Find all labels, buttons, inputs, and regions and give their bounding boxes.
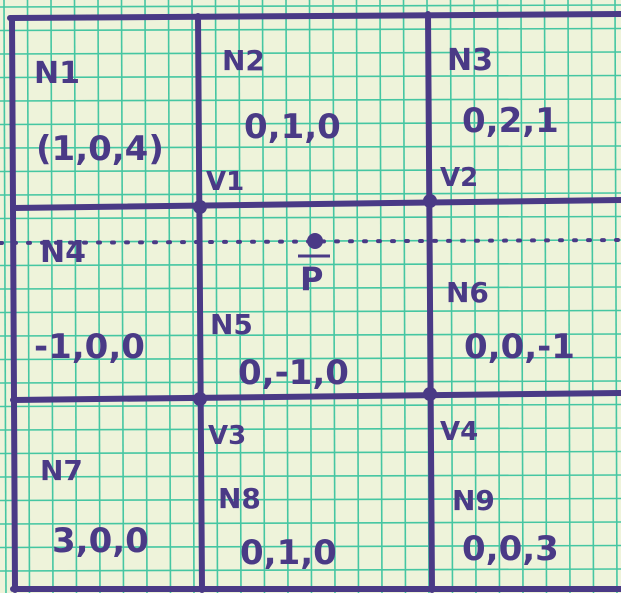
grid-line-vertical (144, 0, 148, 593)
cell-vector-n3: 0,2,1 (462, 101, 559, 141)
grid-line-horizontal (0, 309, 621, 314)
grid-line-vertical (191, 0, 195, 593)
grid-line-vertical (285, 0, 289, 593)
cell-vector-n5: 0,-1,0 (238, 353, 349, 393)
cell-vector-n8: 0,1,0 (240, 533, 337, 573)
grid-line-vertical (590, 0, 595, 593)
cell-vector-n4: -1,0,0 (34, 327, 145, 367)
grid-line-horizontal (0, 168, 621, 173)
grid-line-vertical (214, 0, 219, 593)
cell-label-n4: N4 (40, 235, 86, 270)
cell-label-n6: N6 (446, 276, 489, 309)
vertex-label-v2: V2 (440, 163, 478, 193)
vertex-label-v3: V3 (208, 421, 246, 451)
grid-line-vertical (332, 0, 336, 593)
grid-line-horizontal (0, 427, 621, 431)
grid-line-horizontal (0, 98, 621, 102)
point-label-p: P (300, 260, 323, 298)
cell-vector-n9: 0,0,3 (462, 529, 559, 569)
grid-line-horizontal (0, 4, 621, 8)
cell-label-n7: N7 (40, 454, 83, 487)
grid-line-vertical (614, 0, 618, 593)
grid-line-horizontal (0, 262, 621, 267)
vertex-dot-v2 (423, 194, 437, 208)
grid-line-horizontal (0, 286, 621, 290)
grid-line-vertical (26, 0, 31, 593)
vertex-dot-v3 (193, 392, 207, 406)
grid-line-vertical (73, 0, 78, 593)
cell-vector-n7: 3,0,0 (52, 521, 149, 561)
grid-line-vertical (543, 0, 548, 593)
grid-line-vertical (3, 0, 7, 593)
cell-vector-n1: (1,0,4) (36, 129, 164, 169)
grid-line-vertical (379, 0, 383, 593)
grid-line-vertical (567, 0, 571, 593)
grid-line-horizontal (0, 521, 621, 525)
grid-line-vertical (308, 0, 313, 593)
cell-label-n9: N9 (452, 484, 495, 517)
point-p-dot (307, 233, 323, 249)
cell-label-n5: N5 (210, 308, 253, 341)
grid-line-vertical (402, 0, 407, 593)
grid-line-vertical (120, 0, 125, 593)
grid-line-horizontal (0, 192, 621, 196)
cell-boundaries (7, 11, 621, 593)
grid-line-vertical (520, 0, 524, 593)
cell-vector-n6: 0,0,-1 (464, 327, 575, 367)
grid-line-horizontal (0, 356, 621, 361)
vertex-dot-v1 (193, 200, 207, 214)
grid-line-vertical (238, 0, 242, 593)
cell-label-n1: N1 (34, 56, 80, 91)
grid-line-horizontal (0, 27, 621, 32)
boundary-h1 (10, 197, 621, 211)
grid-line-vertical (355, 0, 360, 593)
grid-line-horizontal (0, 145, 621, 149)
boundary-h2 (10, 390, 621, 403)
vertex-label-v4: V4 (440, 417, 478, 447)
grid-line-horizontal (0, 450, 621, 455)
grid-line-vertical (496, 0, 501, 593)
boundary-v2 (425, 11, 435, 593)
grid-line-horizontal (0, 74, 621, 79)
cell-label-n8: N8 (218, 482, 261, 515)
grid-line-horizontal (0, 544, 621, 549)
cell-label-n2: N2 (222, 44, 265, 77)
boundary-top (7, 11, 621, 21)
cell-vector-n2: 0,1,0 (244, 107, 341, 147)
grid-line-horizontal (0, 380, 621, 384)
grid-line-horizontal (0, 215, 621, 220)
boundary-left (9, 15, 18, 593)
grid-line-horizontal (0, 51, 621, 55)
grid-line-vertical (97, 0, 101, 593)
grid-line-vertical (261, 0, 266, 593)
grid-line-horizontal (0, 568, 621, 572)
vertex-label-v1: V1 (206, 167, 244, 197)
grid-line-horizontal (0, 403, 621, 408)
grid-line-vertical (167, 0, 172, 593)
grid-line-horizontal (0, 333, 621, 337)
cell-label-n3: N3 (447, 43, 493, 78)
vertex-dot-v4 (423, 387, 437, 401)
boundary-v1 (195, 13, 205, 593)
grid-line-horizontal (0, 497, 621, 502)
grid-line-horizontal (0, 121, 621, 126)
grid-line-horizontal (0, 474, 621, 478)
grid-line-vertical (50, 0, 54, 593)
